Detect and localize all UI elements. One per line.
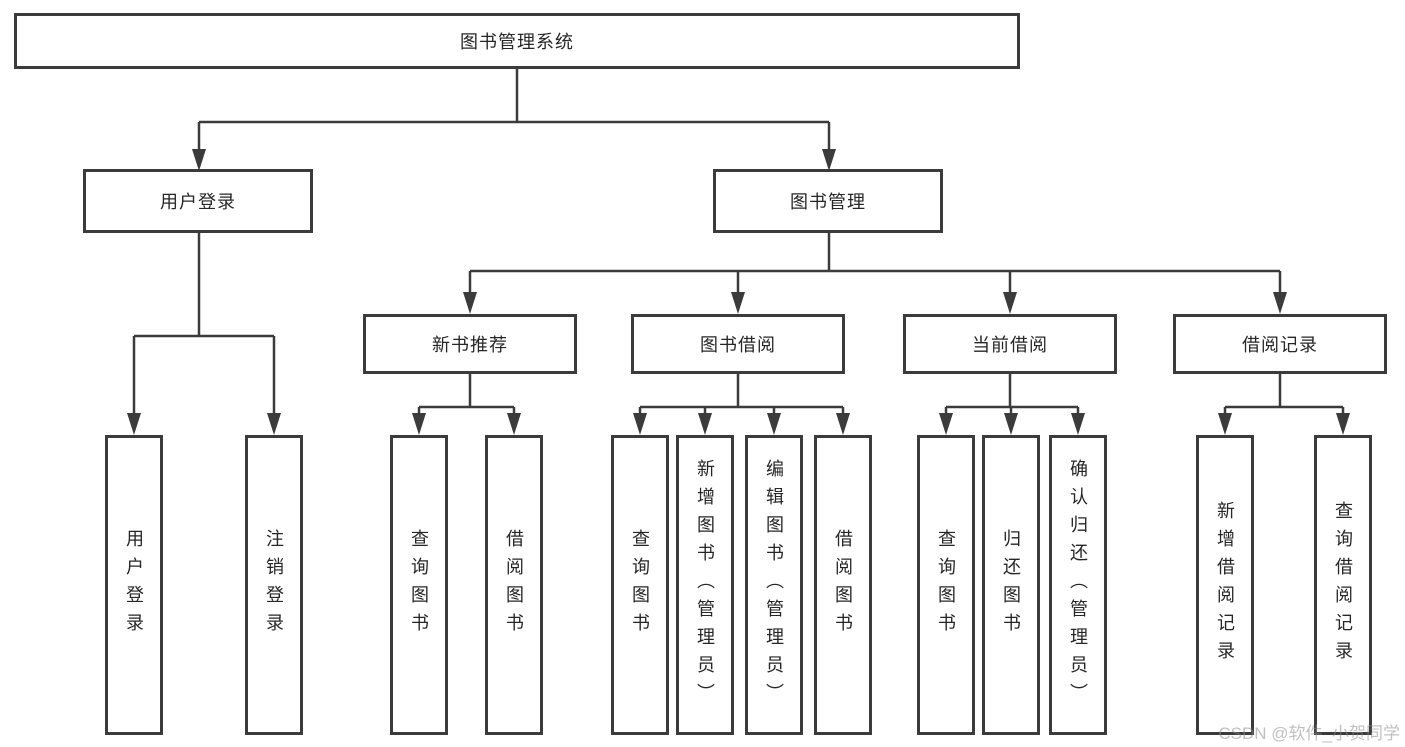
node-new-book-recommend-label: 新书推荐 xyxy=(432,335,508,355)
node-user-login: 用户登录 xyxy=(83,169,313,233)
leaf-query-book-borrow-label: 查询图书 xyxy=(630,529,650,641)
leaf-borrow-book: 借阅图书 xyxy=(814,435,872,735)
leaf-return-book-label: 归还图书 xyxy=(1001,529,1021,641)
leaf-add-book-admin-label: 新增图书（管理员） xyxy=(695,459,715,711)
leaf-add-borrow-record-label: 新增借阅记录 xyxy=(1215,501,1235,669)
leaf-confirm-return-admin: 确认归还（管理员） xyxy=(1049,435,1107,735)
leaf-logout-label: 注销登录 xyxy=(264,529,284,641)
node-book-management: 图书管理 xyxy=(713,169,943,233)
leaf-add-book-admin: 新增图书（管理员） xyxy=(676,435,734,735)
leaf-borrow-book-newbook-label: 借阅图书 xyxy=(504,529,524,641)
leaf-borrow-book-newbook: 借阅图书 xyxy=(485,435,543,735)
node-borrow-record: 借阅记录 xyxy=(1173,314,1387,374)
leaf-query-book-current: 查询图书 xyxy=(917,435,975,735)
node-current-borrow-label: 当前借阅 xyxy=(972,335,1048,355)
node-new-book-recommend: 新书推荐 xyxy=(363,314,577,374)
node-current-borrow: 当前借阅 xyxy=(903,314,1117,374)
node-root-system: 图书管理系统 xyxy=(14,13,1020,69)
leaf-query-book-current-label: 查询图书 xyxy=(936,529,956,641)
leaf-return-book: 归还图书 xyxy=(982,435,1040,735)
leaf-add-borrow-record: 新增借阅记录 xyxy=(1196,435,1254,735)
leaf-query-borrow-record-label: 查询借阅记录 xyxy=(1333,501,1353,669)
csdn-watermark: CSDN @软件_小贺同学 xyxy=(1218,724,1400,743)
node-book-borrow: 图书借阅 xyxy=(631,314,845,374)
node-user-login-label: 用户登录 xyxy=(160,192,236,212)
leaf-user-login-label: 用户登录 xyxy=(124,529,144,641)
node-root-label: 图书管理系统 xyxy=(460,32,574,52)
node-book-management-label: 图书管理 xyxy=(790,192,866,212)
leaf-query-book-newbook-label: 查询图书 xyxy=(409,529,429,641)
node-borrow-record-label: 借阅记录 xyxy=(1242,335,1318,355)
leaf-edit-book-admin-label: 编辑图书（管理员） xyxy=(764,459,784,711)
leaf-borrow-book-label: 借阅图书 xyxy=(833,529,853,641)
arrowheads xyxy=(127,149,1350,435)
leaf-edit-book-admin: 编辑图书（管理员） xyxy=(745,435,803,735)
node-book-borrow-label: 图书借阅 xyxy=(700,335,776,355)
leaf-query-borrow-record: 查询借阅记录 xyxy=(1314,435,1372,735)
leaf-user-login: 用户登录 xyxy=(105,435,163,735)
leaf-logout: 注销登录 xyxy=(245,435,303,735)
leaf-query-book-borrow: 查询图书 xyxy=(611,435,669,735)
leaf-confirm-return-admin-label: 确认归还（管理员） xyxy=(1068,459,1088,711)
leaf-query-book-newbook: 查询图书 xyxy=(390,435,448,735)
